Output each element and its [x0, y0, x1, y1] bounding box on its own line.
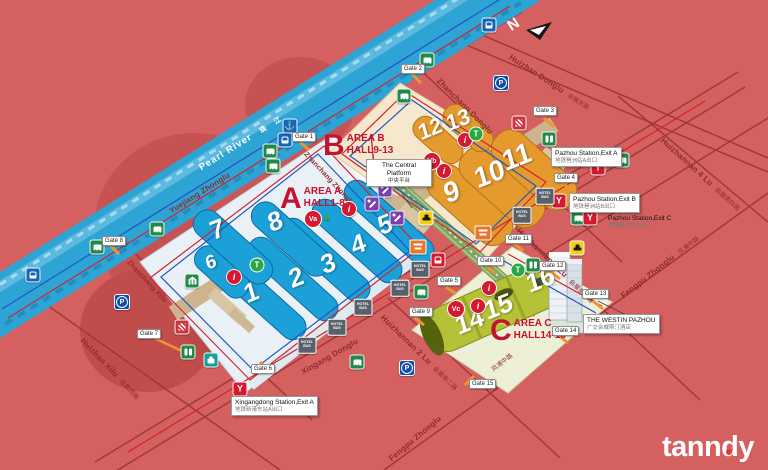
gate-11-label: Gate 11 — [505, 234, 532, 244]
waterbus-station-icon — [481, 17, 497, 33]
info-point-icon: i — [470, 298, 486, 314]
bus-stop-icon — [262, 143, 278, 159]
gate-6-label: Gate 6 — [251, 364, 276, 374]
gate-9-label: Gate 9 — [409, 307, 434, 317]
info-point-icon: i — [341, 201, 357, 217]
stairs-entrance-icon — [511, 115, 527, 131]
parking-icon: P — [114, 294, 130, 310]
tram-station-icon — [430, 252, 446, 268]
gate-15-label: Gate 15 — [469, 379, 497, 389]
gate-13-label: Gate 13 — [582, 289, 610, 299]
t-sign-icon: T — [510, 262, 526, 278]
gate-2-label: Gate 2 — [401, 64, 426, 74]
logo-dot — [726, 449, 732, 455]
t-sign-icon: T — [249, 257, 265, 273]
bus-stop-icon — [419, 52, 435, 68]
gate-10-label: Gate 10 — [477, 256, 505, 266]
taxi-stand-icon — [569, 240, 585, 256]
bus-stop-icon — [349, 354, 365, 370]
gate-1-label: Gate 1 — [292, 132, 317, 142]
stairs-entrance-icon — [174, 319, 190, 335]
restroom-icon — [541, 131, 557, 147]
assembly-triangle-icon: ▲ — [321, 211, 333, 223]
gate-3-label: Gate 3 — [533, 106, 558, 116]
bus-stop-icon — [89, 239, 105, 255]
hotel-bus-badge: HOTEL BUS — [353, 298, 373, 316]
parking-icon: P — [493, 75, 509, 91]
bus-stop-icon — [413, 284, 429, 300]
hotel-bus-badge: HOTEL BUS — [410, 260, 430, 278]
gate-7-label: Gate 7 — [137, 329, 162, 339]
info-point-icon: i — [436, 163, 452, 179]
bus-stop-icon — [396, 88, 412, 104]
hotel-bus-badge: HOTEL BUS — [327, 318, 347, 336]
bank-icon — [184, 273, 200, 289]
ferry-pier-anchor-icon: ⚓ — [282, 118, 298, 134]
restroom-icon — [180, 344, 196, 360]
hotel-bus-badge: HOTEL BUS — [535, 187, 555, 205]
va-marker-icon: Va — [304, 210, 322, 228]
north-compass-icon — [526, 22, 552, 40]
bus-stop-icon — [149, 221, 165, 237]
gate-4-label: Gate 4 — [554, 173, 579, 183]
taxi-stand-icon — [418, 210, 434, 226]
hotel-bus-badge: HOTEL BUS — [512, 206, 532, 224]
vc-marker-icon: Vc — [447, 300, 465, 318]
gate-8-label: Gate 8 — [102, 236, 127, 246]
shuttle-bus-badge-icon — [474, 225, 492, 241]
first-aid-icon — [203, 352, 219, 368]
shuttle-bus-badge-icon — [409, 239, 427, 255]
gate-12-label: Gate 12 — [539, 261, 567, 271]
hotel-bus-badge: HOTEL BUS — [297, 336, 317, 354]
escalator-icon — [389, 210, 405, 226]
central-platform-callout: The Central Platform 中央平台 — [366, 159, 432, 188]
waterbus-station-icon — [25, 267, 41, 283]
info-point-icon: i — [226, 269, 242, 285]
parking-icon: P — [399, 360, 415, 376]
bus-stop-icon — [265, 158, 281, 174]
t-sign-icon: T — [468, 126, 484, 142]
tanndy-logo: tanndy — [661, 431, 755, 463]
gate-14-label: Gate 14 — [552, 326, 580, 336]
gate-5-label: Gate 5 — [437, 276, 462, 286]
metro-station-icon — [277, 132, 293, 148]
info-point-icon: i — [481, 280, 497, 296]
hotel-bus-badge: HOTEL BUS — [390, 279, 410, 297]
escalator-icon — [364, 196, 380, 212]
metro-exit-icon: Y — [232, 381, 248, 397]
